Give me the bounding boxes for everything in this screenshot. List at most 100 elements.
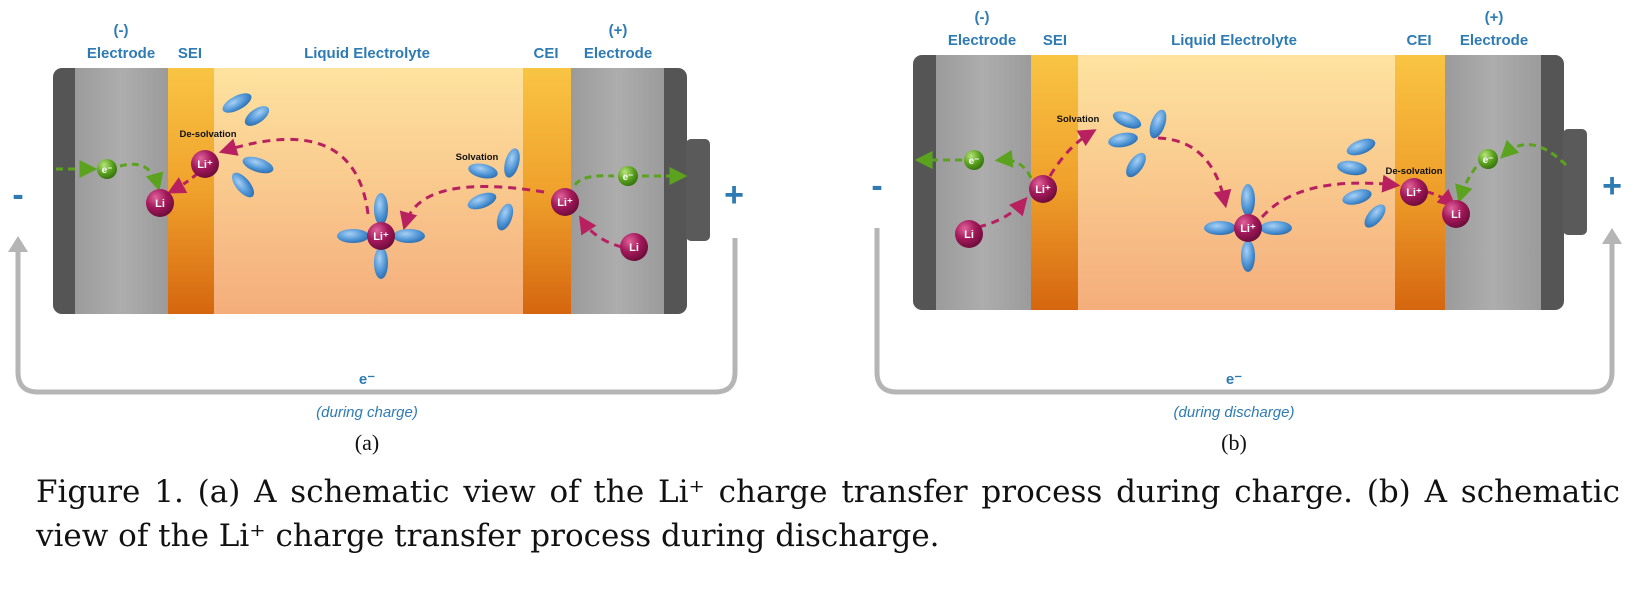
liquid-electrolyte [214, 68, 523, 314]
li-label: Li [964, 229, 974, 241]
li-ion-sei [1029, 175, 1057, 203]
li-label: Li [1451, 209, 1461, 221]
cei-header: CEI [533, 45, 558, 62]
positive-terminal [1563, 129, 1587, 235]
solvent-molecule [1346, 138, 1376, 156]
li-ion-label: Li⁺ [557, 197, 573, 209]
electron-label: e⁻ [623, 172, 634, 183]
neg-electrode-header: Electrode [948, 32, 1016, 49]
solvent-molecule [374, 193, 388, 225]
solvent-molecule [1241, 184, 1255, 216]
li-ion-sei [191, 150, 219, 178]
sei-header: SEI [1043, 32, 1067, 49]
external-circuit [874, 228, 1615, 395]
electron-label: e⁻ [1483, 155, 1494, 166]
solvent-molecule [1260, 221, 1292, 235]
panel-a: (-) Electrode SEI Liquid Electrolyte CEI… [8, 22, 744, 455]
positive-electrode [1445, 55, 1541, 310]
electron-arrow-out [573, 174, 615, 186]
solvent-molecule [504, 148, 520, 178]
li-ion-label: Li⁺ [1035, 184, 1051, 196]
li-metal-negative [146, 189, 174, 217]
external-circuit [15, 238, 738, 395]
solvent-molecule [1126, 152, 1146, 178]
solvent-molecule [1108, 132, 1138, 148]
solvent-molecule [231, 172, 255, 198]
solvent-molecule [1342, 189, 1372, 205]
neg-electrode-header: Electrode [87, 45, 155, 62]
electron-particle [97, 159, 117, 179]
panel-a-sublabel: (a) [355, 430, 379, 455]
solvent-molecule [1241, 240, 1255, 272]
li-arrow-electrolyte-to-cei [1260, 174, 1401, 219]
solvent-molecule [1149, 109, 1167, 139]
negative-electrode [936, 55, 1031, 310]
li-ion-cei [1400, 178, 1428, 206]
li-arrow-electrolyte-to-sei [218, 137, 370, 215]
solvent-molecule [242, 156, 274, 174]
pos-electrode-sign: (+) [1485, 9, 1504, 26]
solvent-molecule [1337, 160, 1367, 176]
figure-diagram: (-) Electrode SEI Liquid Electrolyte CEI… [8, 9, 1622, 455]
positive-electrode [571, 68, 664, 314]
liquid-electrolyte [1078, 55, 1395, 310]
pos-electrode-header: Electrode [584, 45, 652, 62]
li-ion-label: Li⁺ [1406, 187, 1422, 199]
li-ion-solvated [367, 222, 395, 250]
li-metal-positive [1442, 200, 1470, 228]
minus-sign: - [871, 167, 882, 205]
panel-b: (-) Electrode SEI Liquid Electrolyte CEI… [871, 9, 1622, 455]
solvent-molecule [496, 203, 514, 231]
electron-flow-label: e⁻ [359, 371, 375, 388]
electrolyte-header: Liquid Electrolyte [1171, 32, 1297, 49]
li-metal-negative [955, 220, 983, 248]
desolvation-label: De-solvation [1385, 166, 1442, 177]
charge-direction-label: (during charge) [316, 404, 418, 421]
discharge-direction-label: (during discharge) [1174, 404, 1295, 421]
panel-b-sublabel: (b) [1221, 430, 1247, 455]
li-label: Li [629, 242, 639, 254]
li-ion-cei [551, 188, 579, 216]
electron-arrow-to-li [1455, 166, 1478, 204]
electron-particle [618, 166, 638, 186]
li-arrow-solvation [1048, 129, 1097, 177]
solvent-molecule [222, 93, 252, 113]
electron-arrow-to-li [119, 162, 164, 192]
li-arrow-into-electrolyte [1157, 136, 1232, 209]
li-arrow-cei-to-electrolyte [399, 185, 545, 231]
neg-electrode-sign: (-) [975, 9, 990, 26]
plus-sign: + [1602, 167, 1622, 205]
circuit-arrowhead [8, 236, 28, 252]
pos-electrode-header: Electrode [1460, 32, 1528, 49]
li-ion-label: Li⁺ [197, 159, 213, 171]
solvent-molecule [468, 163, 498, 179]
li-arrow-deposition [167, 172, 198, 194]
electron-flow-label: e⁻ [1226, 371, 1242, 388]
electron-arrow-in [1500, 139, 1568, 167]
neg-electrode-sign: (-) [114, 22, 129, 39]
circuit-arrowhead [1602, 228, 1622, 244]
solvent-molecule [337, 229, 369, 243]
figure-caption: Figure 1. (a) A schematic view of the Li… [36, 474, 1620, 554]
positive-terminal [686, 139, 710, 241]
solvent-molecule [244, 106, 270, 126]
li-ion-label: Li⁺ [1240, 223, 1256, 235]
solvent-molecule [1364, 204, 1386, 228]
electrolyte-header: Liquid Electrolyte [304, 45, 430, 62]
electron-label: e⁻ [102, 165, 113, 176]
pos-electrode-sign: (+) [609, 22, 628, 39]
electron-arrow-out [994, 149, 1033, 179]
solvent-molecule [393, 229, 425, 243]
electron-particle [964, 150, 984, 170]
li-arrow-extraction [579, 215, 623, 249]
li-metal-positive [620, 233, 648, 261]
solvation-label: Solvation [456, 152, 499, 163]
cei-header: CEI [1406, 32, 1431, 49]
electron-label: e⁻ [969, 156, 980, 167]
electron-particle [1478, 149, 1498, 169]
solvent-molecule [1112, 111, 1142, 129]
sei-header: SEI [178, 45, 202, 62]
plus-sign: + [724, 176, 744, 214]
solvent-molecule [467, 192, 497, 210]
li-label: Li [155, 198, 165, 210]
